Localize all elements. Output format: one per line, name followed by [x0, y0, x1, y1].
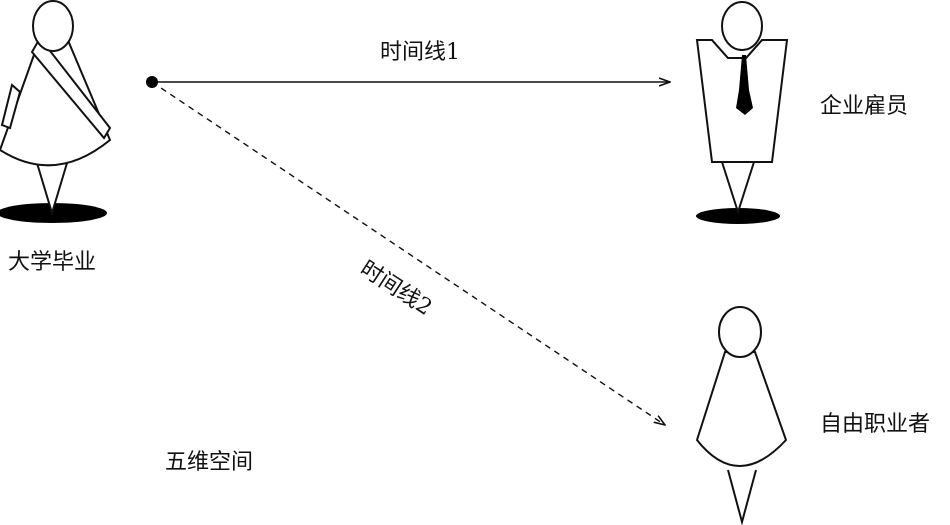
timeline1-label: 时间线1 [380, 40, 460, 65]
freelancer-figure-icon [695, 306, 788, 525]
employee-figure-icon [695, 1, 789, 224]
graduate-figure-icon [0, 0, 112, 223]
space-label: 五维空间 [165, 450, 254, 475]
timeline2-arrow [151, 81, 665, 425]
freelancer-label: 自由职业者 [820, 412, 931, 437]
graduate-label: 大学毕业 [8, 250, 97, 275]
timeline-origin-dot [146, 76, 158, 88]
employee-label: 企业雇员 [820, 94, 909, 119]
